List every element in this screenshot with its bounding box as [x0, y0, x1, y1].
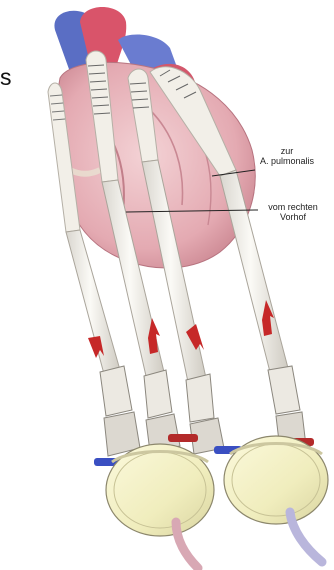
pump-chamber-left: [106, 444, 214, 536]
pump-chamber-right: [224, 436, 328, 524]
outflow-ring: [168, 434, 198, 442]
label-vorhof: vom rechten Vorhof: [258, 202, 328, 222]
label-pulmonalis: zur A. pulmonalis: [252, 146, 322, 166]
drive-tube: [290, 512, 322, 562]
side-text-fragment: s: [0, 66, 12, 89]
